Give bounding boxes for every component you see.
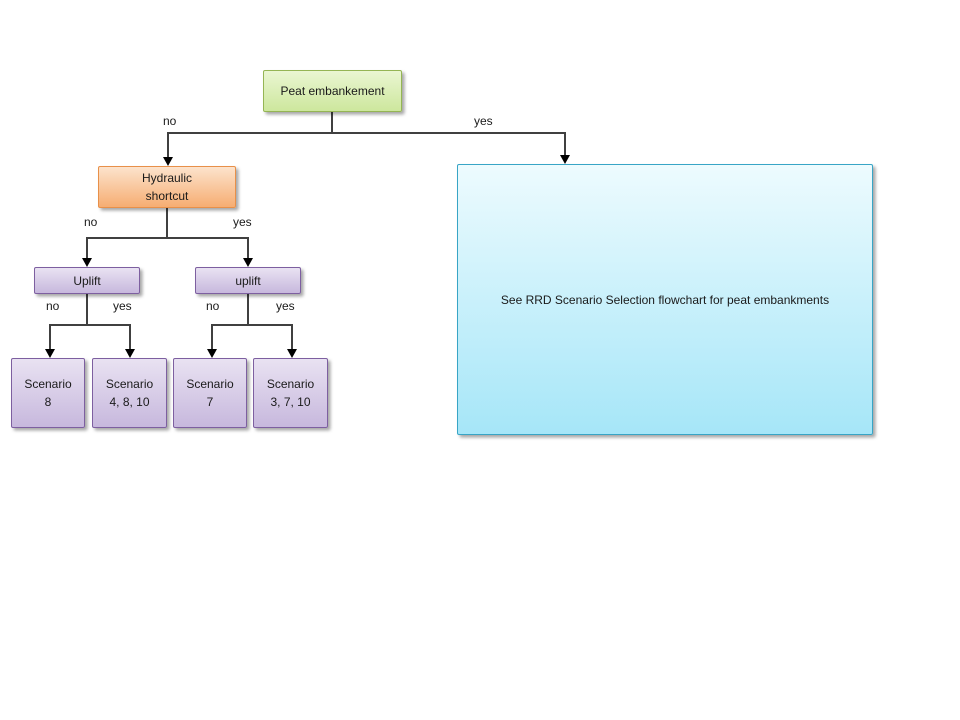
connector-level1-horizontal (167, 132, 566, 134)
edge-label-level1-no: no (163, 114, 177, 128)
connector-uplift-left-stem (86, 293, 88, 325)
connector-level1-no-drop (167, 132, 169, 157)
node-scenario-3-7-10: Scenario 3, 7, 10 (253, 358, 328, 428)
arrowhead-to-scenario-4-8-10 (125, 349, 135, 358)
node-uplift-right: uplift (195, 267, 301, 294)
connector-level2-yes-drop (247, 237, 249, 258)
connector-level3-left-yes-drop (129, 324, 131, 349)
node-peat-embankment: Peat embankement (263, 70, 402, 112)
arrowhead-to-uplift-left (82, 258, 92, 267)
edge-label-level1-yes: yes (474, 114, 493, 128)
edge-label-level3-left-no: no (46, 299, 60, 313)
edge-label-level2-yes: yes (233, 215, 252, 229)
node-scenario-3-7-10-label-line2: 3, 7, 10 (270, 395, 311, 409)
connector-uplift-right-stem (247, 293, 249, 325)
node-peat-embankment-label: Peat embankement (280, 84, 385, 98)
connector-level1-yes-drop (564, 132, 566, 155)
node-scenario-8-label-line2: 8 (44, 395, 52, 409)
node-hydraulic-shortcut-label-line2: shortcut (145, 189, 189, 203)
connector-level3-right-no-drop (211, 324, 213, 349)
edge-label-level3-right-no: no (206, 299, 220, 313)
node-hydraulic-shortcut-label-line1: Hydraulic (141, 171, 192, 185)
connector-level3-right-horizontal (211, 324, 293, 326)
edge-label-level3-right-yes: yes (276, 299, 295, 313)
node-scenario-8-label-line1: Scenario (24, 377, 72, 391)
arrowhead-to-scenario-3-7-10 (287, 349, 297, 358)
node-scenario-7: Scenario 7 (173, 358, 247, 428)
node-scenario-4-8-10: Scenario 4, 8, 10 (92, 358, 167, 428)
node-uplift-left-label: Uplift (73, 273, 101, 288)
node-uplift-right-label: uplift (235, 273, 261, 288)
edge-label-level2-no: no (84, 215, 98, 229)
connector-level3-left-horizontal (49, 324, 131, 326)
node-scenario-7-label-line1: Scenario (186, 377, 234, 391)
arrowhead-to-scenario-8 (45, 349, 55, 358)
connector-level2-no-drop (86, 237, 88, 258)
arrowhead-to-reference (560, 155, 570, 164)
arrowhead-to-uplift-right (243, 258, 253, 267)
connector-level3-left-no-drop (49, 324, 51, 349)
node-scenario-7-label-line2: 7 (206, 395, 214, 409)
node-scenario-3-7-10-label-line1: Scenario (266, 377, 315, 391)
node-scenario-4-8-10-label-line1: Scenario (105, 377, 154, 391)
node-rrd-reference-label: See RRD Scenario Selection flowchart for… (500, 292, 830, 307)
node-scenario-4-8-10-label-line2: 4, 8, 10 (109, 395, 150, 409)
arrowhead-to-hydraulic (163, 157, 173, 166)
connector-root-stem (331, 112, 333, 133)
arrowhead-to-scenario-7 (207, 349, 217, 358)
node-rrd-reference: See RRD Scenario Selection flowchart for… (457, 164, 873, 435)
edge-label-level3-left-yes: yes (113, 299, 132, 313)
connector-level3-right-yes-drop (291, 324, 293, 349)
node-uplift-left: Uplift (34, 267, 140, 294)
node-scenario-8: Scenario 8 (11, 358, 85, 428)
node-hydraulic-shortcut: Hydraulic shortcut (98, 166, 236, 208)
connector-level2-horizontal (86, 237, 249, 239)
connector-hydraulic-stem (166, 208, 168, 238)
